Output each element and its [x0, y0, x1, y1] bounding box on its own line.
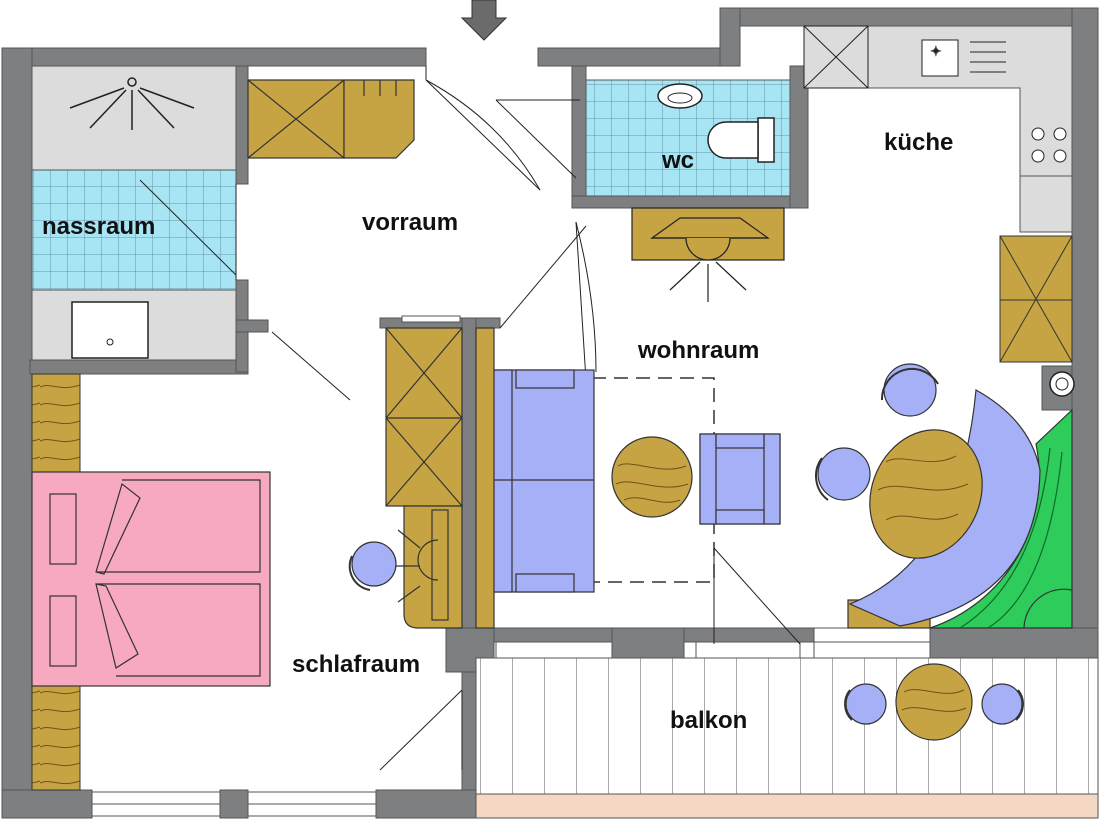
dining-table [869, 429, 983, 559]
dining-chair [815, 447, 871, 501]
room-label-vorraum: vorraum [362, 209, 458, 236]
room-label-nassraum: nassraum [42, 213, 155, 240]
room-label-balkon: balkon [670, 707, 747, 734]
wohnraum-door [499, 221, 597, 381]
shower-icon [69, 77, 195, 130]
walls [1, 7, 1099, 819]
nassraum-area [31, 65, 237, 361]
coffee-table [611, 436, 693, 518]
desk-chair [348, 541, 397, 591]
schlafraum-door [271, 331, 463, 771]
balcony [475, 657, 1099, 819]
sink-icon [71, 301, 149, 359]
armchair [699, 433, 781, 525]
room-label-wohnraum: wohnraum [637, 337, 759, 364]
sink-icon: ✦ [921, 39, 1006, 77]
balcony-door [713, 547, 801, 645]
washbasin-icon [657, 83, 703, 109]
windows [91, 315, 931, 817]
cabinet-x-icon [803, 25, 869, 89]
tv-sideboard [631, 207, 785, 302]
room-label-wc: wc [661, 147, 694, 174]
vorraum-wardrobe [247, 79, 415, 159]
dining-chair [880, 363, 939, 417]
room-label-schlafraum: schlafraum [292, 651, 420, 678]
sofa [481, 369, 595, 593]
kitchen-counter: ✦ [803, 25, 1073, 363]
double-bed [31, 471, 271, 687]
stove-icon [1031, 127, 1067, 163]
desk [396, 505, 463, 629]
wc-area [495, 79, 791, 197]
entrance-door [425, 66, 541, 191]
chimney-icon [1049, 371, 1075, 397]
svg-text:✦: ✦ [930, 44, 942, 60]
down-arrow-icon [460, 0, 508, 41]
room-label-kueche: küche [884, 129, 953, 156]
toilet-icon [707, 117, 775, 163]
